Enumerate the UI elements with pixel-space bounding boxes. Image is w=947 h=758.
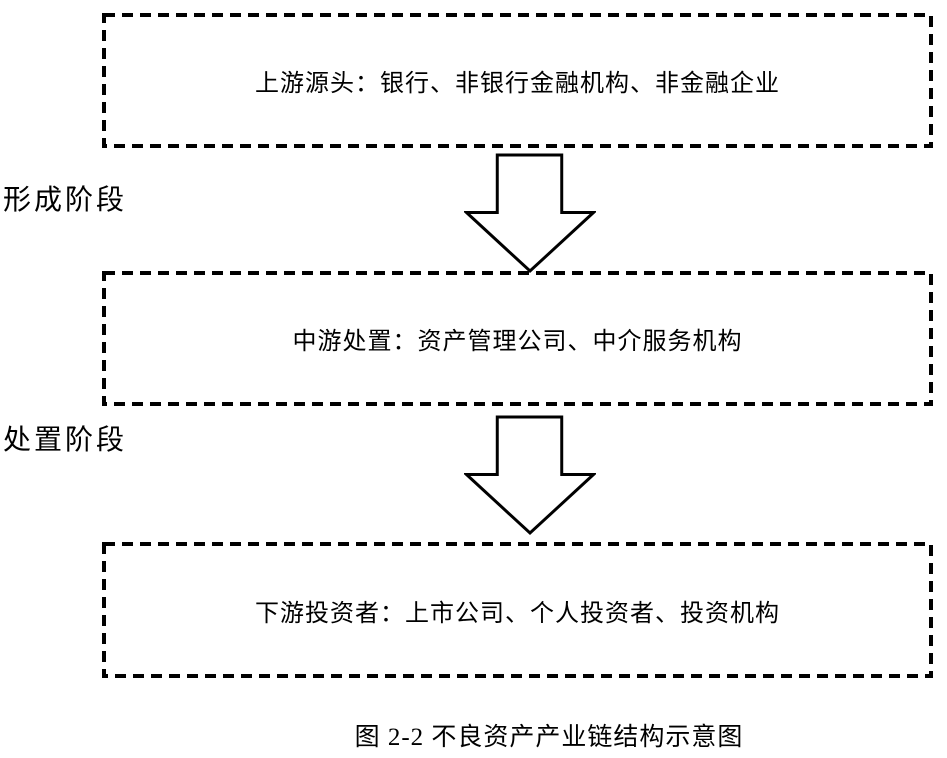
down-arrow-icon — [464, 415, 596, 536]
box-midstream-disposal: 中游处置：资产管理公司、中介服务机构 — [102, 271, 933, 406]
dashed-border — [102, 13, 933, 148]
box-downstream-investors: 下游投资者：上市公司、个人投资者、投资机构 — [102, 542, 933, 678]
stage-label-formation: 形成阶段 — [3, 185, 128, 216]
box-upstream-source: 上游源头：银行、非银行金融机构、非金融企业 — [102, 13, 933, 148]
downstream-investors-text: 下游投资者：上市公司、个人投资者、投资机构 — [255, 600, 780, 627]
midstream-disposal-text: 中游处置：资产管理公司、中介服务机构 — [292, 329, 743, 355]
down-arrow-icon — [464, 153, 596, 274]
dashed-border — [102, 271, 933, 406]
figure-caption: 图 2-2 不良资产产业链结构示意图 — [354, 724, 744, 751]
stage-label-disposal: 处置阶段 — [3, 425, 128, 456]
upstream-source-text: 上游源头：银行、非银行金融机构、非金融企业 — [255, 71, 780, 97]
dashed-border — [102, 542, 933, 678]
